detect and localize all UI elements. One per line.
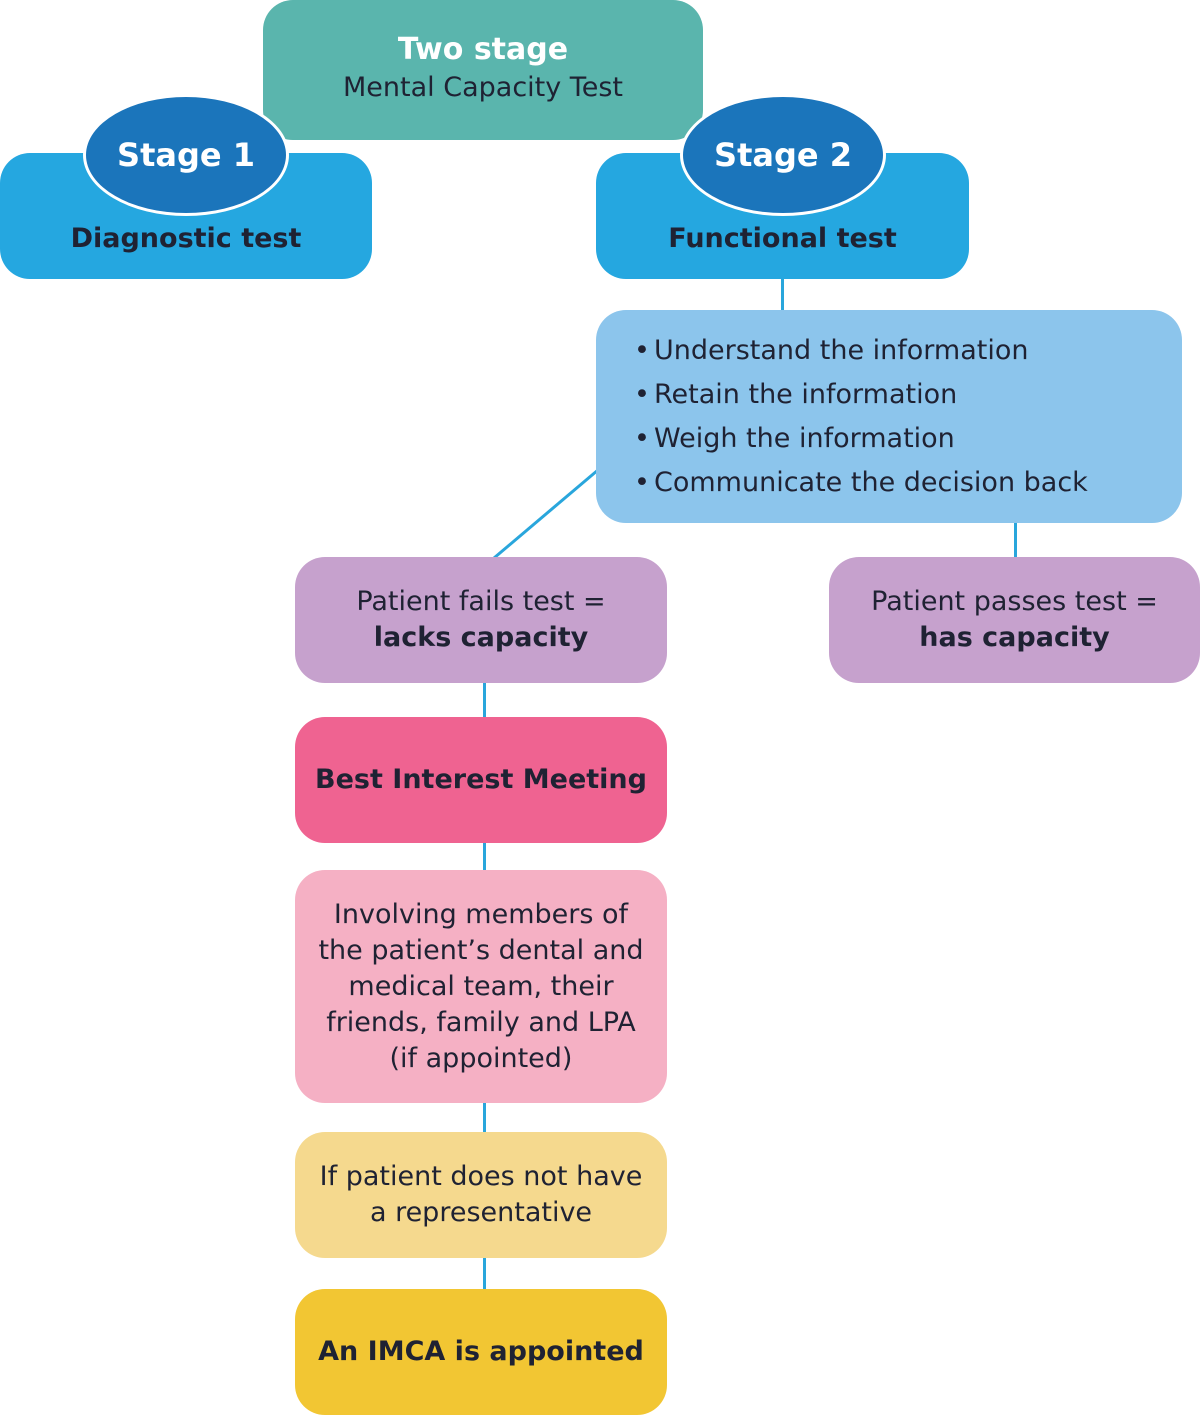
involving-line: Involving members of <box>333 898 629 930</box>
stage1-badge: Stage 1 <box>83 94 289 216</box>
involving-box: Involving members of the patient’s denta… <box>295 870 667 1103</box>
fails-line2: lacks capacity <box>373 622 589 653</box>
criterion-item: Communicate the decision back <box>634 461 1088 505</box>
stage1-label: Diagnostic test <box>70 223 302 254</box>
stage1-badge-text: Stage 1 <box>117 136 255 174</box>
involving-line: the patient’s dental and <box>318 934 644 966</box>
no-representative-line: a representative <box>369 1197 593 1228</box>
fails-line1: Patient fails test = <box>356 586 606 617</box>
involving-line: friends, family and LPA <box>326 1006 636 1038</box>
imca-appointed-box: An IMCA is appointed <box>295 1289 667 1415</box>
title-line2: Mental Capacity Test <box>343 72 623 103</box>
connector-involving-to-representative <box>483 1102 486 1134</box>
connector-representative-to-imca <box>483 1256 486 1291</box>
connector-criteria-to-passes <box>1014 521 1017 559</box>
no-representative-box: If patient does not have a representativ… <box>295 1132 667 1258</box>
passes-line2: has capacity <box>919 622 1110 653</box>
passes-line1: Patient passes test = <box>871 586 1158 617</box>
connector-fails-to-meeting <box>483 682 486 719</box>
stage2-badge: Stage 2 <box>680 94 886 216</box>
functional-criteria-list: Understand the information Retain the in… <box>634 329 1088 505</box>
criterion-item: Retain the information <box>634 373 1088 417</box>
criterion-item: Weigh the information <box>634 417 1088 461</box>
connector-meeting-to-involving <box>483 841 486 872</box>
passes-test-box: Patient passes test = has capacity <box>829 557 1200 683</box>
connector-functional-to-criteria <box>781 278 784 312</box>
imca-label: An IMCA is appointed <box>318 1336 644 1367</box>
functional-criteria-box: Understand the information Retain the in… <box>596 310 1182 523</box>
stage2-badge-text: Stage 2 <box>714 136 852 174</box>
no-representative-line: If patient does not have <box>319 1161 643 1192</box>
fails-test-box: Patient fails test = lacks capacity <box>295 557 667 683</box>
best-interest-meeting-box: Best Interest Meeting <box>295 717 667 843</box>
involving-line: (if appointed) <box>389 1042 573 1074</box>
stage2-label: Functional test <box>668 223 897 254</box>
criterion-item: Understand the information <box>634 329 1088 373</box>
title-box: Two stage Mental Capacity Test <box>263 0 703 140</box>
involving-line: medical team, their <box>348 970 614 1002</box>
best-interest-label: Best Interest Meeting <box>315 764 647 795</box>
title-line1: Two stage <box>397 32 569 67</box>
